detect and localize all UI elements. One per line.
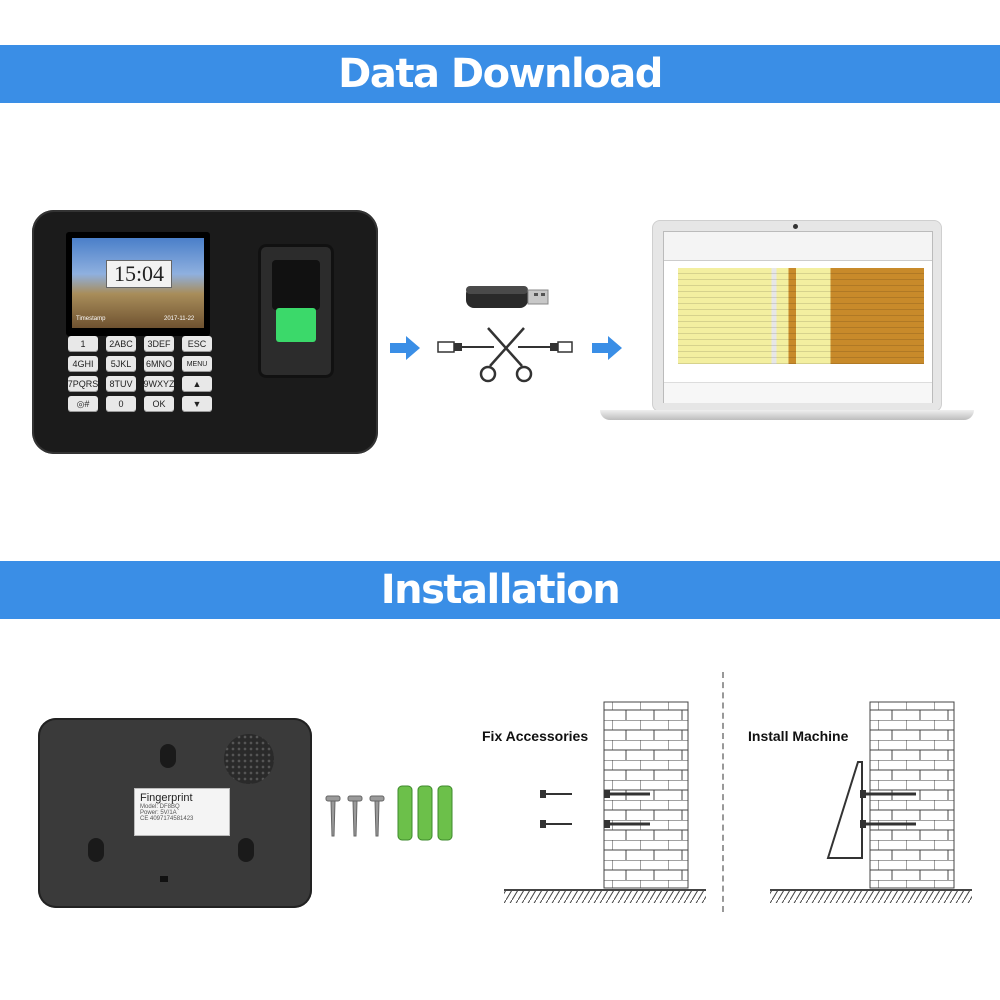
- laptop-with-spreadsheet: [600, 220, 980, 428]
- speaker-grille: [224, 734, 274, 784]
- key-6[interactable]: 6MNO: [144, 356, 174, 372]
- data-download-banner: Data Download: [0, 45, 1000, 103]
- key-up[interactable]: ▲: [182, 376, 212, 392]
- key-4[interactable]: 4GHI: [68, 356, 98, 372]
- fix-accessories-label: Fix Accessories: [482, 728, 589, 744]
- wall-anchors-icon: [397, 785, 453, 841]
- installation-banner: Installation: [0, 561, 1000, 619]
- key-0[interactable]: 0: [106, 396, 136, 412]
- device-keypad: 1 2ABC 3DEF ESC 4GHI 5JKL 6MNO MENU 7PQR…: [68, 336, 218, 420]
- key-1[interactable]: 1: [68, 336, 98, 352]
- fingerprint-window: [276, 308, 316, 342]
- arrow-right-icon: [592, 336, 622, 360]
- key-esc[interactable]: ESC: [182, 336, 212, 352]
- usb-drive-icon: [466, 286, 549, 308]
- install-machine-diagram: [770, 701, 972, 903]
- key-9[interactable]: 9WXYZ: [144, 376, 175, 392]
- fingerprint-sensor: [258, 244, 334, 378]
- key-down[interactable]: ▼: [182, 396, 212, 412]
- key-hash[interactable]: ◎#: [68, 396, 98, 412]
- product-label: Fingerprint Model: DF8BQ Power: 5V/1A CE…: [134, 788, 230, 836]
- key-5[interactable]: 5JKL: [106, 356, 136, 372]
- device-screen: 15:04 Timestamp 2017-11-22: [66, 232, 210, 336]
- key-2[interactable]: 2ABC: [106, 336, 136, 352]
- key-7[interactable]: 7PQRS: [68, 376, 98, 392]
- arrow-right-icon: [390, 336, 420, 360]
- diagram-divider: [722, 672, 724, 912]
- spreadsheet-grid: [678, 268, 924, 364]
- installation-title: Installation: [380, 567, 621, 613]
- attendance-device-back: Fingerprint Model: DF8BQ Power: 5V/1A CE…: [38, 718, 312, 908]
- key-ok[interactable]: OK: [144, 396, 174, 412]
- data-download-title: Data Download: [338, 51, 663, 97]
- screen-clock: 15:04: [106, 260, 172, 288]
- fix-accessories-diagram: [504, 701, 706, 903]
- install-machine-label: Install Machine: [748, 728, 849, 744]
- key-menu[interactable]: MENU: [182, 356, 212, 372]
- usb-cable-scissors-icon: [437, 327, 573, 383]
- attendance-device-front: 15:04 Timestamp 2017-11-22 1 2ABC 3DEF E…: [32, 210, 378, 454]
- key-8[interactable]: 8TUV: [106, 376, 136, 392]
- key-3[interactable]: 3DEF: [144, 336, 174, 352]
- screws-icon: [325, 795, 385, 837]
